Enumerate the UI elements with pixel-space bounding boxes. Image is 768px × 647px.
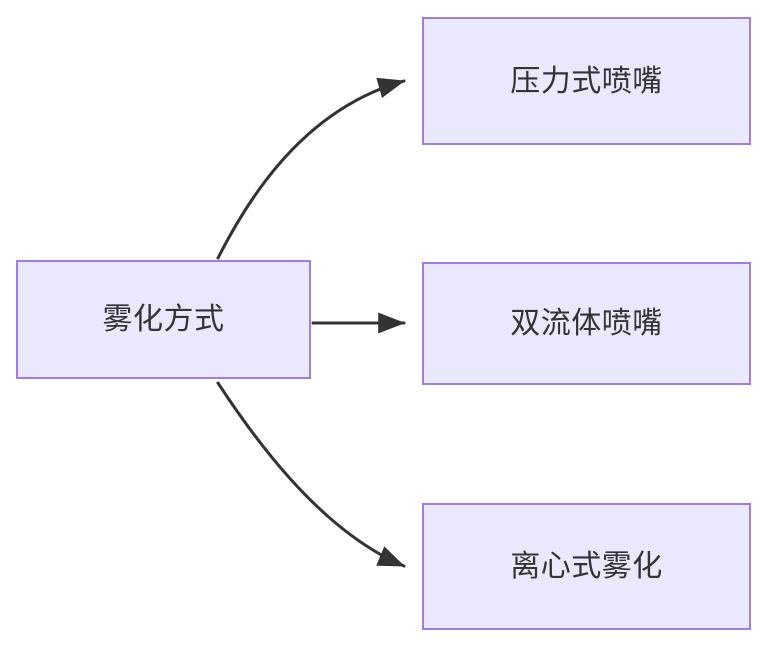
node-child-centrifugal-atomization-label: 离心式雾化 bbox=[510, 549, 663, 584]
node-child-twin-fluid-nozzle[interactable]: 双流体喷嘴 bbox=[422, 262, 751, 385]
node-child-centrifugal-atomization[interactable]: 离心式雾化 bbox=[422, 503, 751, 630]
node-root-label: 雾化方式 bbox=[102, 302, 225, 337]
edge-root-to-child-2 bbox=[216, 381, 406, 568]
node-root[interactable]: 雾化方式 bbox=[16, 260, 311, 379]
node-child-pressure-nozzle[interactable]: 压力式喷嘴 bbox=[422, 17, 751, 145]
node-child-pressure-nozzle-label: 压力式喷嘴 bbox=[510, 63, 663, 99]
node-child-twin-fluid-nozzle-label: 双流体喷嘴 bbox=[510, 306, 663, 341]
edge-root-to-child-0 bbox=[216, 77, 406, 260]
